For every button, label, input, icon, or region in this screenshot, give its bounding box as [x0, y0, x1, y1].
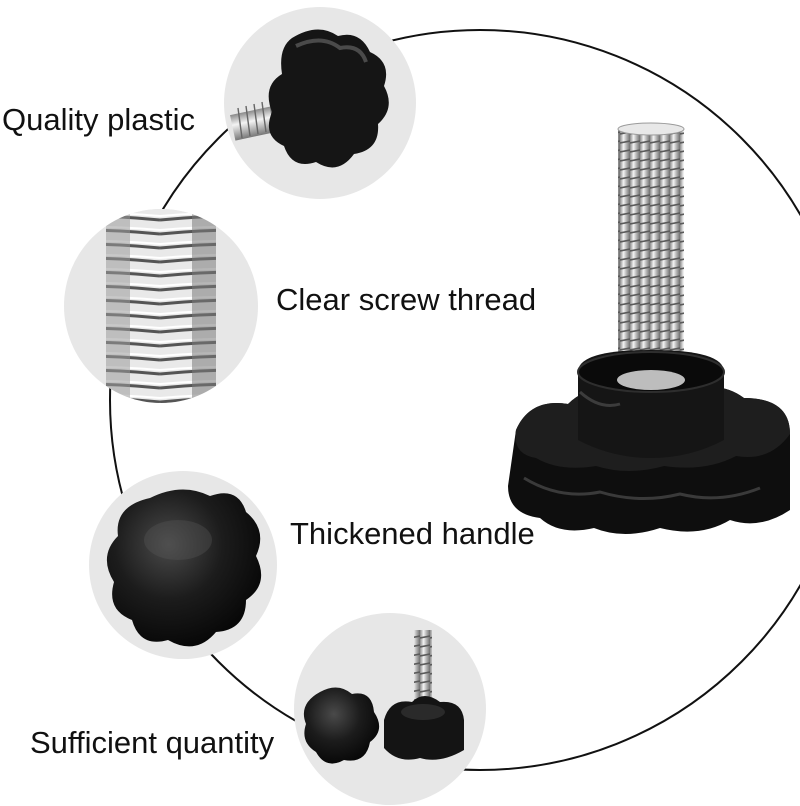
screw-thread-image — [64, 209, 258, 403]
quality-plastic-label: Quality plastic — [2, 102, 195, 137]
sufficient-quantity-image — [294, 613, 486, 805]
sufficient-quantity-label: Sufficient quantity — [30, 725, 275, 760]
main-knob-bolt-image — [508, 122, 790, 534]
clear-screw-thread-label: Clear screw thread — [276, 282, 537, 317]
thickened-handle-image — [89, 471, 277, 659]
connector-arc — [109, 29, 800, 771]
thickened-handle-label: Thickened handle — [290, 516, 535, 551]
quality-plastic-image — [224, 7, 416, 199]
